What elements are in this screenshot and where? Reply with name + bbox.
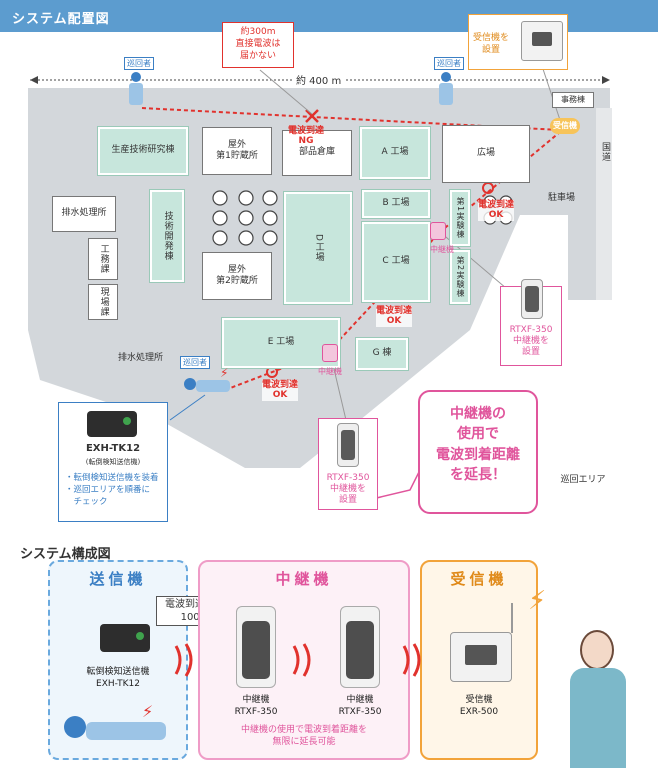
relay-marker-2 xyxy=(322,344,338,362)
patrol-label-1: 巡回者 xyxy=(124,57,154,70)
receiver-marker: 受信機 xyxy=(550,118,580,134)
building-parts: 部品倉庫 xyxy=(282,130,352,176)
relay-callout-right: RTXF-350 中継機を 設置 xyxy=(500,279,562,366)
tx-head: 送信機 xyxy=(89,570,147,588)
patrol-person-icon xyxy=(436,72,456,106)
relay-device-icon xyxy=(340,606,380,688)
radio-wave-icon xyxy=(292,643,311,677)
rx-panel: 受信機 受信機 EXR-500 xyxy=(420,560,538,760)
building-factory-c: C 工場 xyxy=(361,221,431,303)
building-factory-b: B 工場 xyxy=(361,189,431,219)
ng-cross-icon xyxy=(305,109,319,123)
relay-unit2-label: 中継機 RTXF-350 xyxy=(338,695,382,718)
receiver-device-icon xyxy=(450,603,513,682)
relay-marker-label-1: 中継機 xyxy=(430,245,454,254)
receiver-device-icon xyxy=(521,21,563,61)
building-lab2: 第2実験棟 xyxy=(449,249,471,305)
transmitter-device-icon xyxy=(87,411,137,437)
building-factory-d: D工場 xyxy=(283,191,353,305)
rx-label: 受信機 EXR-500 xyxy=(459,695,499,718)
receiver-callout: 受信機を 設置 xyxy=(468,14,568,70)
building-drainage1: 排水処理所 xyxy=(52,196,116,232)
ng-callout: 約300m 直接電波は 届かない xyxy=(222,22,294,68)
patrol-label-3: 巡回者 xyxy=(180,356,210,369)
relay-marker-1 xyxy=(430,222,446,240)
building-research: 生産技術研究棟 xyxy=(97,126,189,176)
relay-panel: 中継機 中継機 RTXF-350 中継機 RTXF-350 中継機の使用で電波到… xyxy=(198,560,410,760)
operator-person-icon xyxy=(560,630,638,770)
tx-panel: 送信機 転倒検知送信機 EXH-TK12 ⚡ xyxy=(48,560,188,760)
building-square: 広場 xyxy=(442,125,530,183)
building-storage1: 屋外第1貯蔵所 xyxy=(202,127,272,175)
transmitter-subtitle: (転倒検知送信機) xyxy=(85,458,141,466)
transmitter-info-box: EXH-TK12 (転倒検知送信機) ・転倒検知送信機を装着 ・巡回エリアを順番… xyxy=(58,402,168,522)
building-lab1: 第1実験棟 xyxy=(449,189,471,247)
relay-unit1-label: 中継機 RTXF-350 xyxy=(234,695,278,718)
rx-head: 受信機 xyxy=(450,570,508,588)
building-factory-a: A 工場 xyxy=(359,126,431,180)
relay-device-icon xyxy=(521,279,543,319)
relay-note: 中継機の使用で電波到着距離を 無限に延長可能 xyxy=(240,725,367,748)
patrol-label-2: 巡回者 xyxy=(434,57,464,70)
relay-head: 中継機 xyxy=(275,570,333,588)
section2-title: システム構成図 xyxy=(20,547,111,562)
relay-device-icon xyxy=(337,423,359,467)
transmitter-device-icon xyxy=(100,624,150,652)
relay-callout-bottom: RTXF-350 中継機を 設置 xyxy=(318,418,378,510)
fallen-person-icon: ⚡ xyxy=(184,366,232,396)
transmitter-notes: ・転倒検知送信機を装着 ・巡回エリアを順番に チェック xyxy=(65,473,159,507)
section1-title: システム配置図 xyxy=(12,12,110,27)
distance-label: 約 400 m xyxy=(292,72,346,87)
relay-device-icon xyxy=(236,606,276,688)
radio-wave-icon xyxy=(402,643,421,677)
building-factory-e: E 工場 xyxy=(221,317,341,369)
road-label: 国道 xyxy=(600,142,610,162)
drainage2-label: 排水処理所 xyxy=(118,353,164,363)
building-engineering: 工務課 xyxy=(88,238,118,280)
alert-lightning-icon: ⚡ xyxy=(528,586,547,616)
building-site: 現場課 xyxy=(88,284,118,320)
radio-wave-icon xyxy=(174,643,193,677)
tx-label: 転倒検知送信機 EXH-TK12 xyxy=(86,667,150,690)
transmitter-model: EXH-TK12 xyxy=(85,443,141,454)
parking-label: 駐車場 xyxy=(548,193,576,203)
building-tech-dev: 技術開発棟 xyxy=(149,189,185,283)
fallen-worker-icon: ⚡ xyxy=(64,702,174,750)
building-storage2: 屋外第2貯蔵所 xyxy=(202,252,272,300)
patrol-area-label: 巡回エリア xyxy=(560,475,606,486)
relay-marker-label-2: 中継機 xyxy=(318,367,342,376)
building-g: G 棟 xyxy=(355,337,409,371)
patrol-person-icon xyxy=(126,72,146,106)
relay-message-bubble: 中継機の 使用で 電波到着距離 を延長！ xyxy=(418,390,538,514)
building-office: 事務棟 xyxy=(552,92,594,108)
